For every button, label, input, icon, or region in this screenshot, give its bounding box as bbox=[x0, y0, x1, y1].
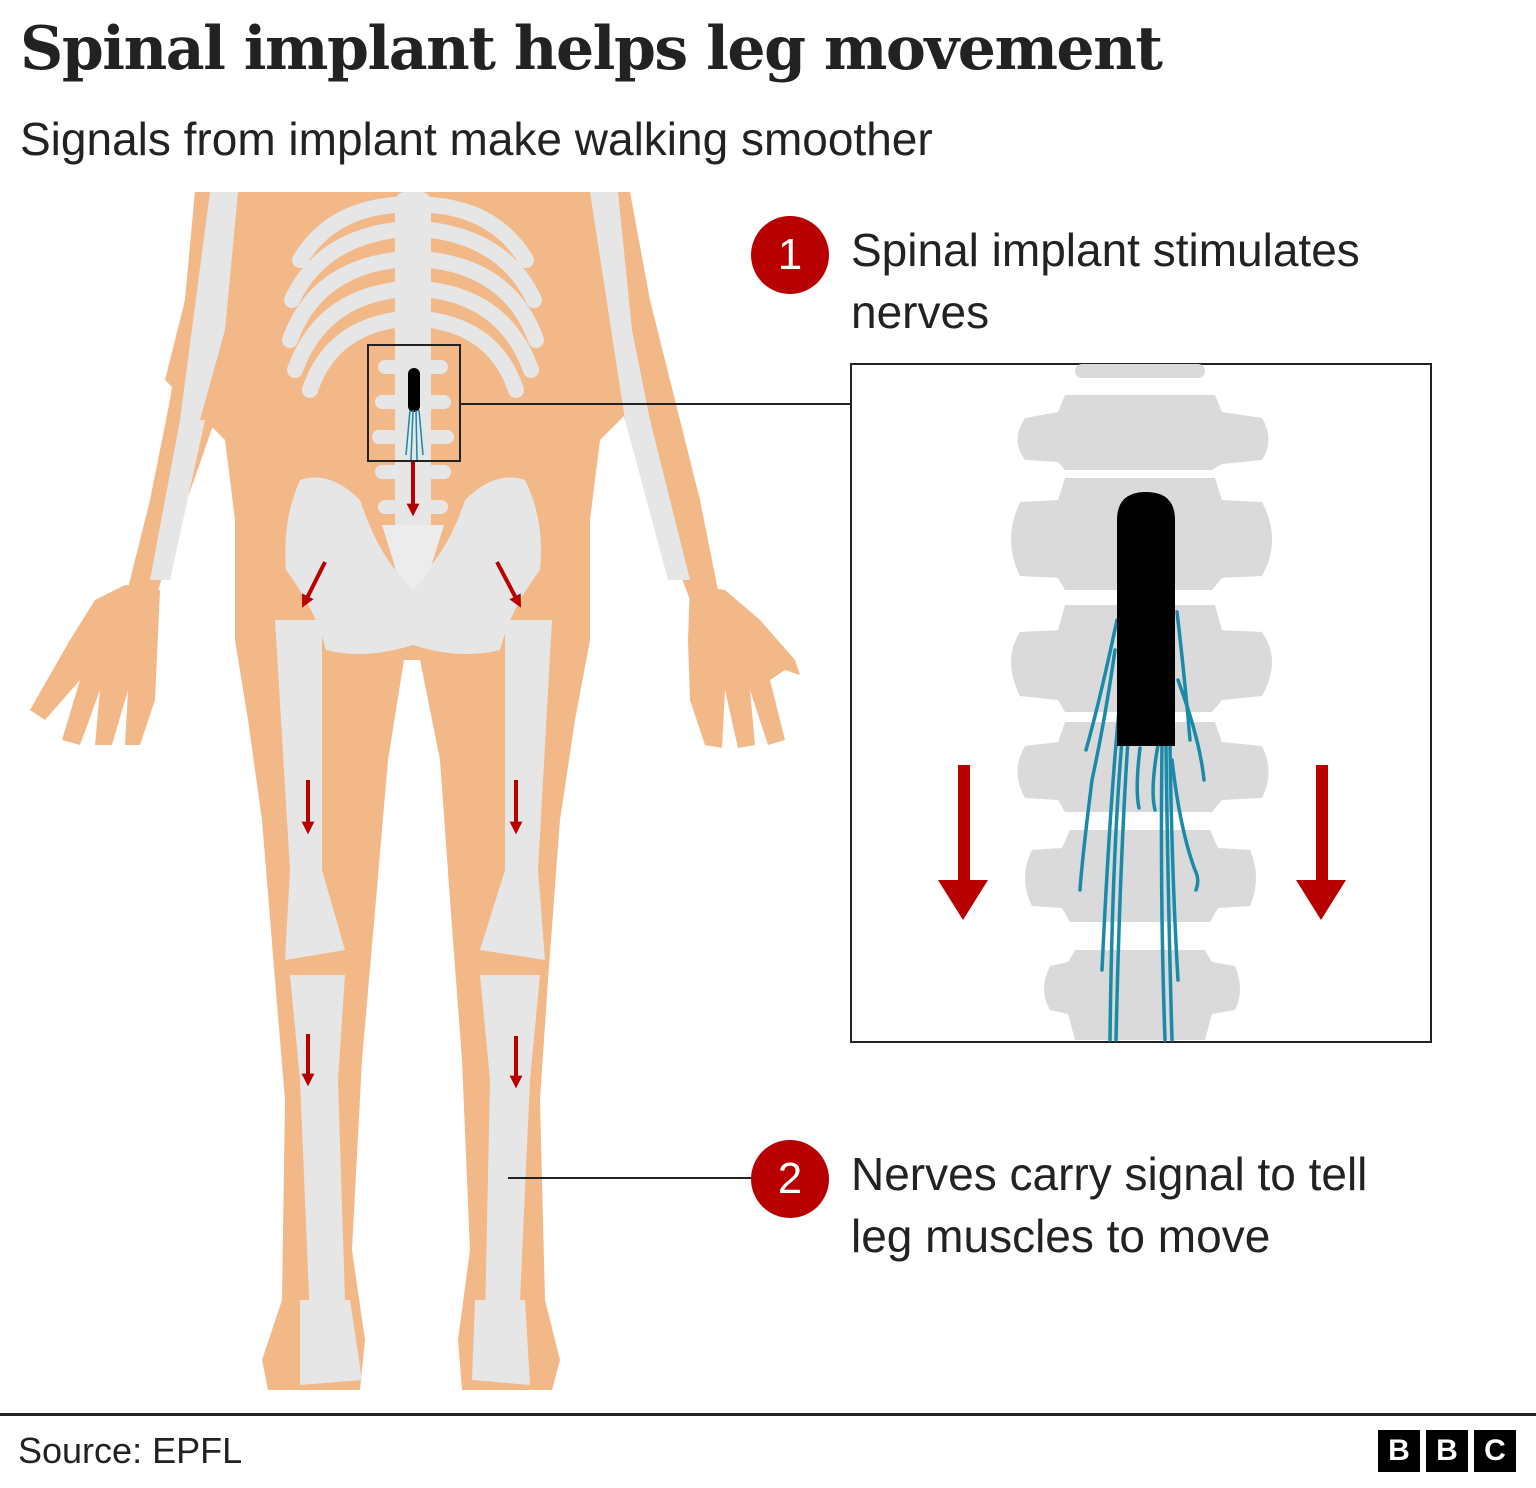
callout-badge-2: 2 bbox=[751, 1140, 829, 1218]
page-subtitle: Signals from implant make walking smooth… bbox=[20, 113, 933, 165]
callout-text-2: Nerves carry signal to tell leg muscles … bbox=[851, 1148, 1368, 1262]
illustration bbox=[0, 190, 1536, 1410]
callout-2: 2 Nerves carry signal to tell leg muscle… bbox=[751, 1140, 1441, 1267]
source-credit: Source: EPFL bbox=[18, 1430, 243, 1471]
implant-large bbox=[1117, 492, 1175, 746]
body-arrows bbox=[301, 462, 523, 1089]
skeleton bbox=[150, 192, 690, 1385]
inset-arrows bbox=[938, 765, 1346, 920]
callout-1: 1 Spinal implant stimulates nerves bbox=[751, 216, 1441, 343]
bbc-logo-letter: B bbox=[1426, 1430, 1468, 1472]
nerve-fibers bbox=[1078, 610, 1206, 1042]
callout-text-1: Spinal implant stimulates nerves bbox=[851, 224, 1360, 338]
page-title: Spinal implant helps leg movement bbox=[20, 14, 1163, 84]
implant-small bbox=[405, 368, 424, 461]
inset-panel bbox=[850, 363, 1432, 1043]
bbc-logo: B B C bbox=[1378, 1430, 1516, 1472]
footer-divider bbox=[0, 1413, 1536, 1416]
bbc-logo-letter: C bbox=[1474, 1430, 1516, 1472]
bbc-logo-letter: B bbox=[1378, 1430, 1420, 1472]
callout-badge-1: 1 bbox=[751, 216, 829, 294]
